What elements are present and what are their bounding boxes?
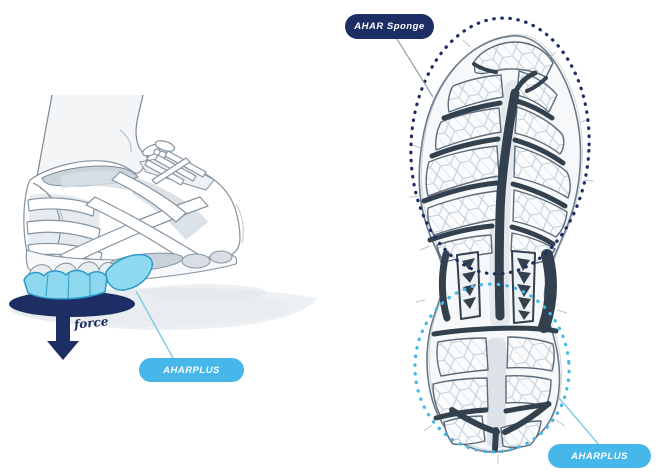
heel-gel-highlight xyxy=(23,253,154,300)
ahar-sponge-dotted-outline xyxy=(409,16,591,276)
side-stripes xyxy=(59,171,209,265)
ahar-sponge-callout: AHAR Sponge xyxy=(345,14,434,39)
leader-line-right-aharplus xyxy=(558,397,601,447)
shoe-sketch xyxy=(9,94,318,360)
leader-line-ahar-sponge xyxy=(396,38,434,98)
heel-tread xyxy=(431,325,559,452)
aharplus-dotted-outline xyxy=(413,282,571,454)
force-arrow xyxy=(47,303,79,360)
outsole-sketch xyxy=(396,16,601,464)
aharplus-callout-right-text: AHARPLUS xyxy=(571,450,628,462)
aharplus-callout-right: AHARPLUS xyxy=(548,444,651,468)
leader-line-left-aharplus xyxy=(135,290,174,359)
pencil-hatches xyxy=(408,39,595,464)
aharplus-callout-left-text: AHARPLUS xyxy=(163,364,220,376)
ahar-sponge-callout-text: AHAR Sponge xyxy=(354,21,425,32)
laces xyxy=(139,140,215,191)
aharplus-callout-left: AHARPLUS xyxy=(139,358,244,382)
